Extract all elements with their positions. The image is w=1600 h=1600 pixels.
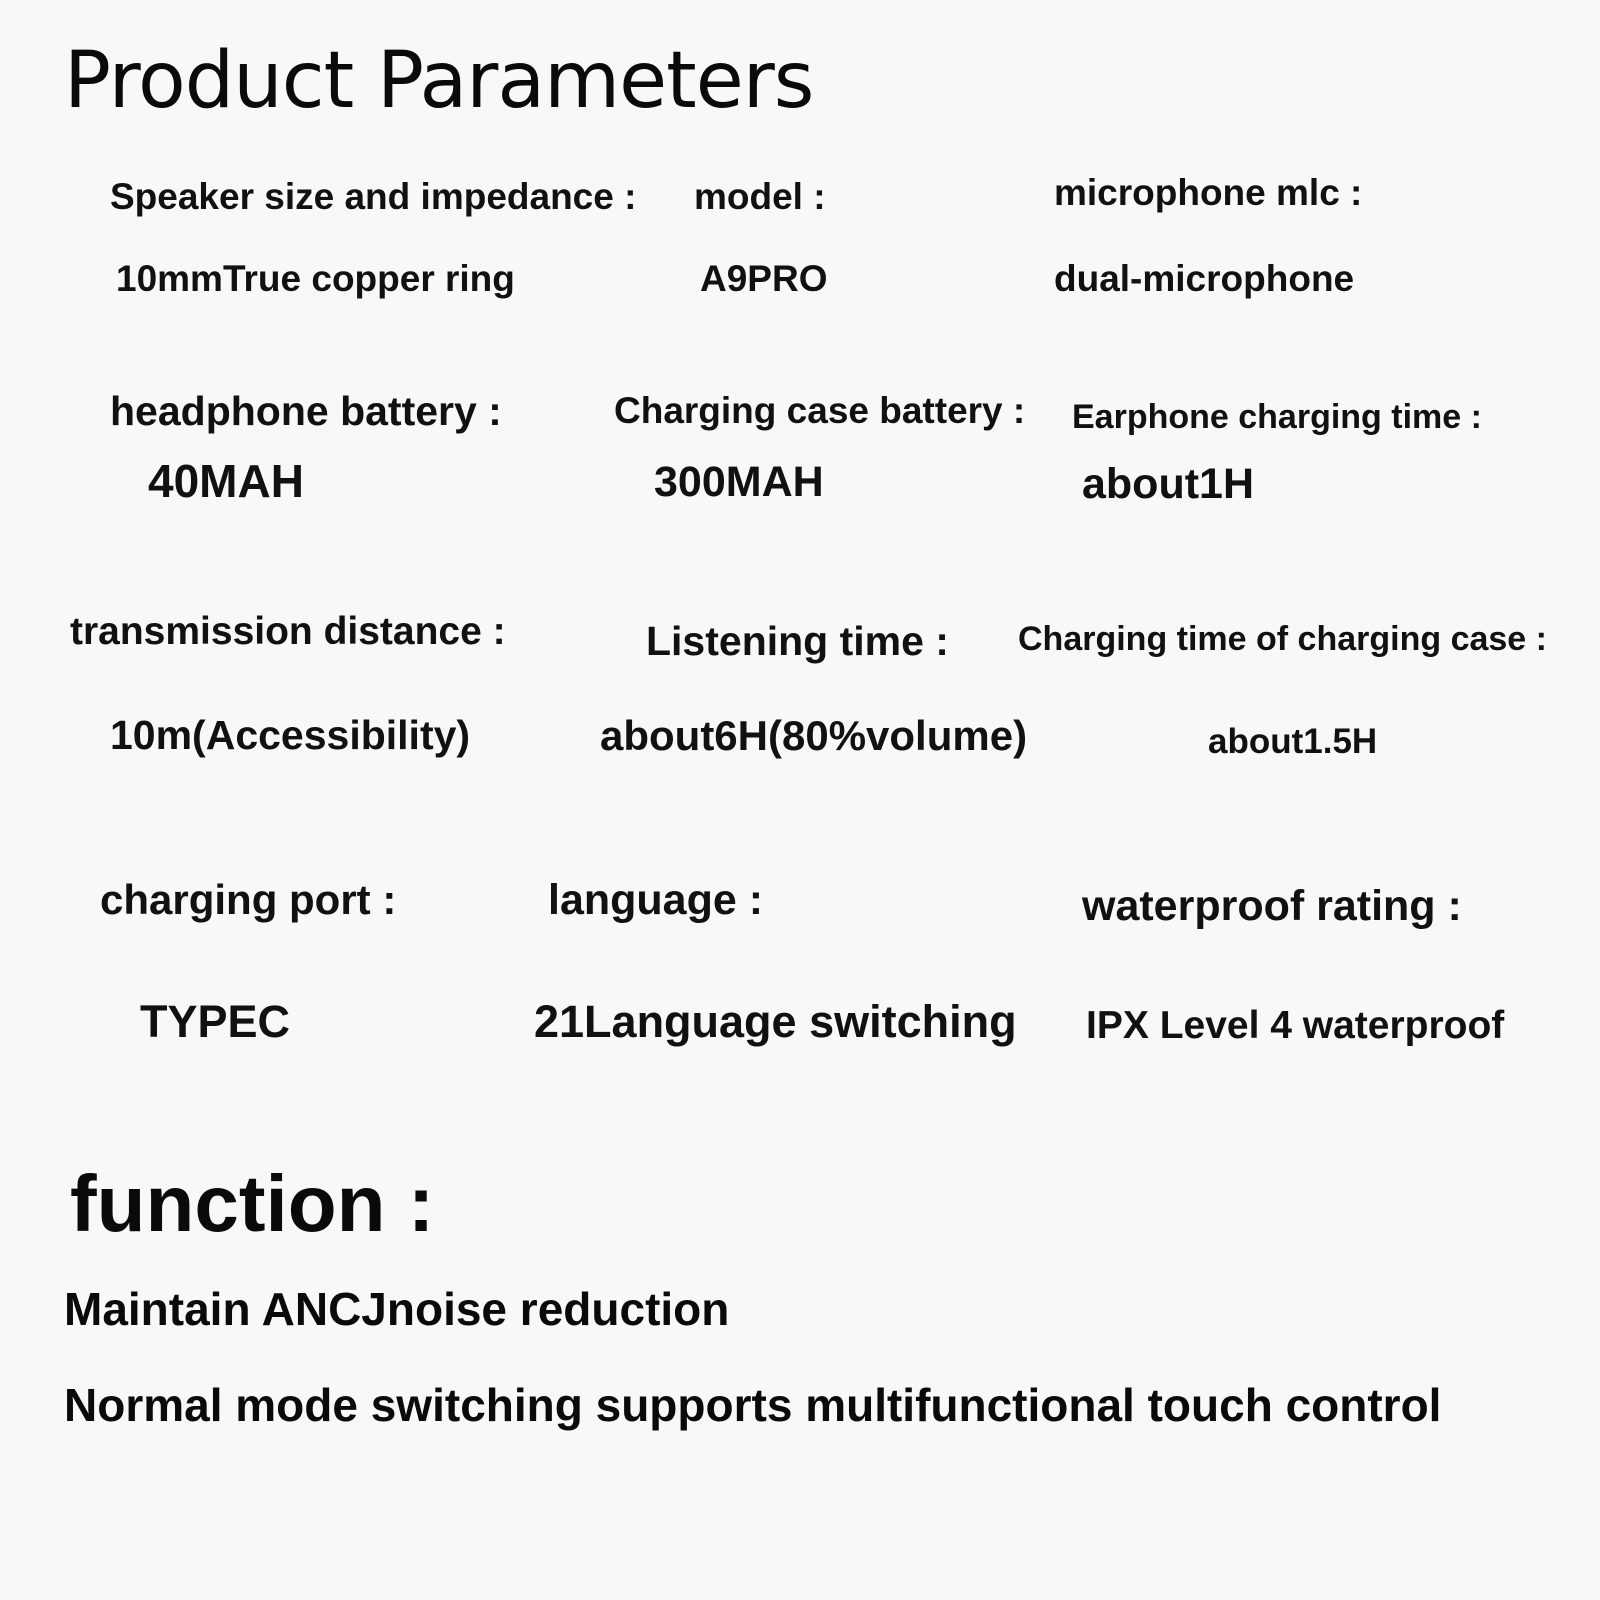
microphone-value: dual-microphone [1054,258,1355,299]
model-label: model : [694,176,826,217]
function-item-anc: Maintain ANCJnoise reduction [64,1283,730,1335]
earphone-charging-time-label: Earphone charging time : [1072,398,1482,436]
function-heading: function : [70,1159,435,1248]
language-value: 21Language switching [534,996,1017,1047]
language-label: language : [548,876,764,924]
charging-port-label: charging port : [100,876,397,923]
listening-time-label: Listening time : [646,618,949,664]
headphone-battery-label: headphone battery : [110,388,502,434]
transmission-distance-label: transmission distance : [70,610,506,653]
case-charging-time-label: Charging time of charging case : [1018,620,1547,658]
case-charging-time-value: about1.5H [1208,722,1378,761]
waterproof-value: IPX Level 4 waterproof [1086,1004,1505,1047]
charging-port-value: TYPEC [140,996,291,1047]
case-battery-value: 300MAH [654,458,824,506]
page-title: Product Parameters [64,36,814,126]
case-battery-label: Charging case battery : [614,390,1026,431]
speaker-label: Speaker size and impedance : [110,176,637,217]
microphone-label: microphone mlc : [1054,172,1363,213]
earphone-charging-time-value: about1H [1082,460,1254,508]
function-item-touch: Normal mode switching supports multifunc… [64,1379,1442,1431]
transmission-distance-value: 10m(Accessibility) [110,712,471,758]
waterproof-label: waterproof rating : [1082,882,1462,930]
listening-time-value: about6H(80%volume) [600,712,1028,759]
model-value: A9PRO [700,258,828,299]
speaker-value: 10mmTrue copper ring [116,258,515,299]
headphone-battery-value: 40MAH [148,455,304,507]
